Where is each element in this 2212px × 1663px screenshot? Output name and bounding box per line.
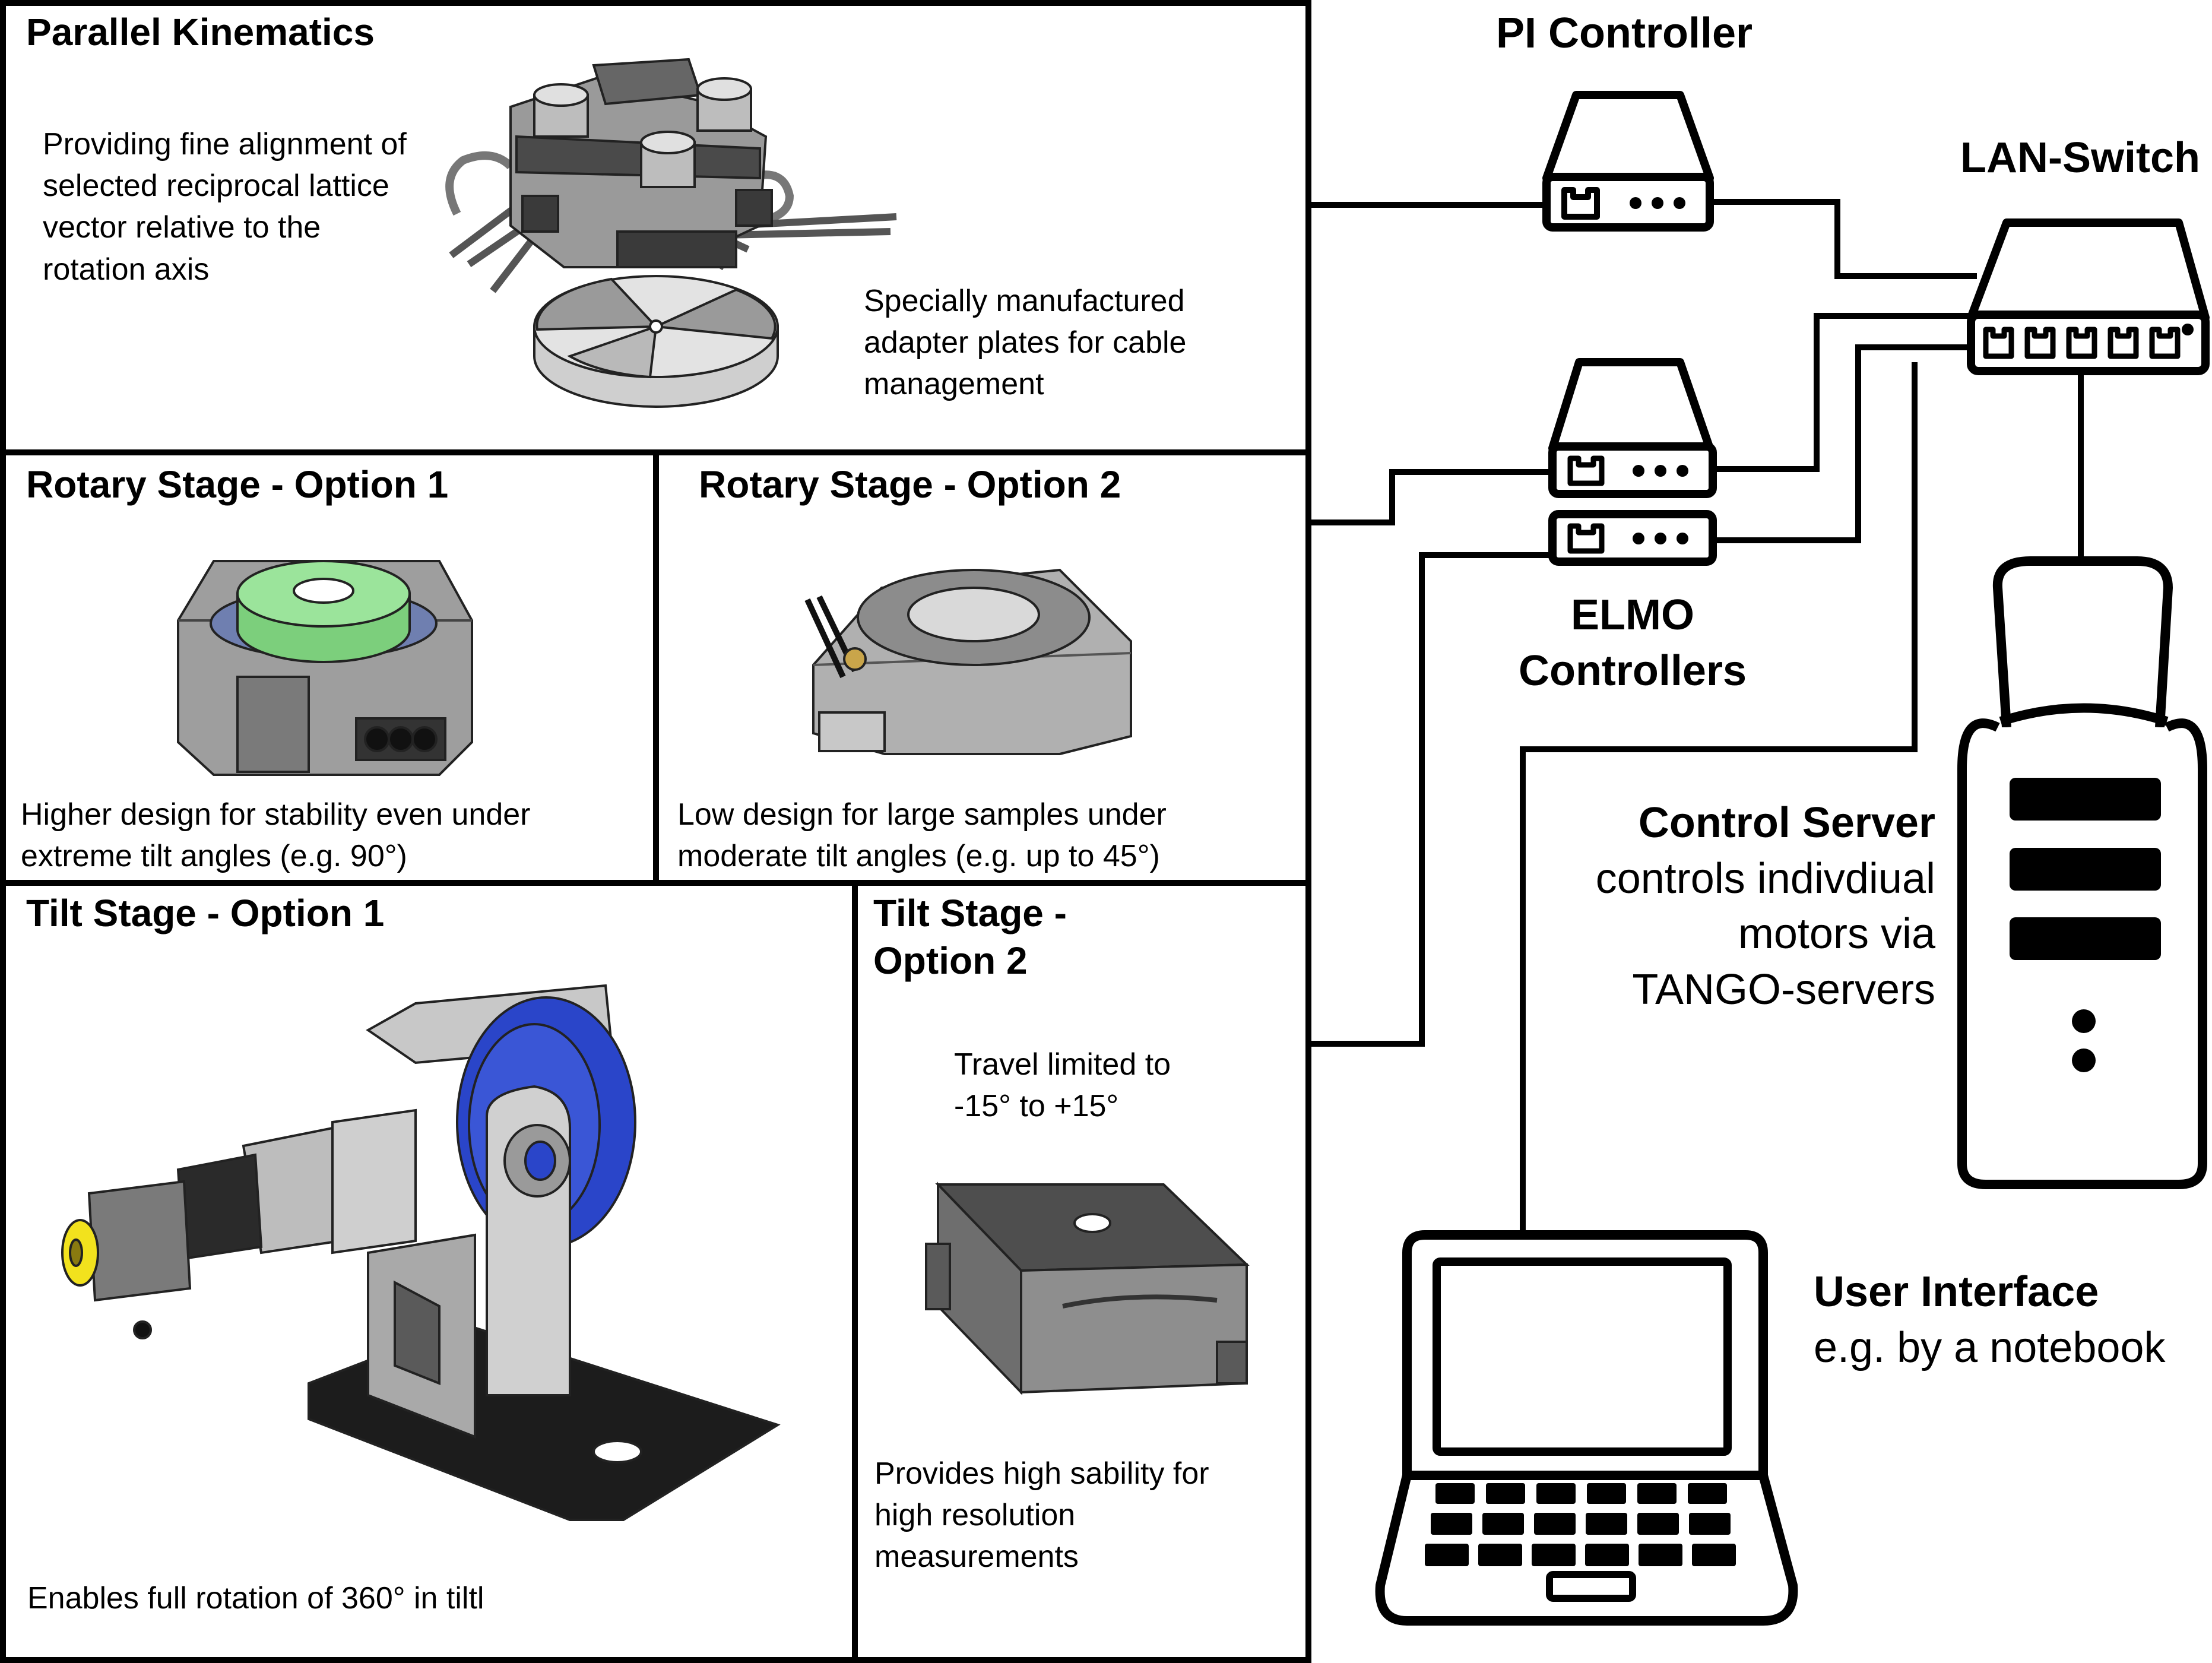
left-section-frame (0, 0, 1311, 1663)
user-interface-title: User Interface (1814, 1268, 2099, 1316)
tilt-option1-description: Enables full rotation of 360° in tiltl (27, 1581, 484, 1616)
description-line: vector relative to the (43, 210, 321, 245)
description-line: Higher design for stability even under (21, 797, 531, 832)
tilt-option1-title: Tilt Stage - Option 1 (26, 892, 385, 935)
adapter-plate-illustration (533, 275, 779, 408)
lan-switch-label: LAN-Switch (1960, 134, 2200, 182)
user-interface-description: e.g. by a notebook (1814, 1323, 2166, 1371)
adapter-plate-note: Specially manufactured adapter plates fo… (864, 280, 1186, 406)
tilt-option2-travel: Travel limited to -15° to +15° (954, 1044, 1171, 1127)
tilt-option2-description: Provides high sability for high resoluti… (874, 1453, 1209, 1578)
title-line: Option 2 (873, 939, 1028, 982)
control-server-line: TANGO-servers (1632, 965, 1935, 1013)
description-line: Provides high sability for (874, 1456, 1209, 1491)
panel-borders (0, 0, 1311, 1663)
rotary-option2-title: Rotary Stage - Option 2 (699, 463, 1121, 506)
rotary-stage-option1-illustration (177, 560, 473, 776)
cable-rotary-to-elmo (1308, 469, 1552, 525)
pi-controller-label: PI Controller (1496, 9, 1753, 57)
tilt-option2-title: Tilt Stage - Option 2 (873, 889, 1067, 984)
control-server-title: Control Server (1638, 799, 1935, 847)
description-line: rotation axis (43, 252, 210, 287)
note-line: adapter plates for cable (864, 325, 1187, 360)
control-server-line: motors via (1738, 910, 1935, 958)
elmo-controllers-label: ELMO Controllers (1490, 588, 1775, 699)
description-line: measurements (874, 1540, 1079, 1575)
description-line: moderate tilt angles (e.g. up to 45°) (677, 839, 1160, 874)
control-server-line: controls indivdiual (1595, 854, 1935, 902)
title-line: Tilt Stage - (873, 892, 1067, 935)
rotary-option2-description: Low design for large samples under moder… (677, 794, 1167, 877)
cable-tilt-to-elmo (1308, 552, 1552, 1047)
travel-line: Travel limited to (954, 1047, 1171, 1082)
parallel-kinematics-description: Providing fine alignment of selected rec… (43, 123, 407, 290)
rotary-stage-option2-illustration (804, 568, 1132, 755)
cable-switch-to-notebook (1520, 362, 1918, 1235)
parallel-kinematics-title: Parallel Kinematics (26, 11, 375, 53)
rotary-option1-description: Higher design for stability even under e… (21, 794, 530, 877)
description-line: Low design for large samples under (677, 797, 1167, 832)
description-line: selected reciprocal lattice (43, 169, 389, 204)
hexapod-illustration (445, 58, 897, 293)
notebook-icon (1375, 1230, 1798, 1626)
note-line: Specially manufactured (864, 284, 1185, 318)
travel-line: -15° to +15° (954, 1089, 1119, 1124)
lan-switch-icon (1967, 218, 2210, 375)
user-interface-label: User Interface e.g. by a notebook (1814, 1265, 2165, 1376)
elmo-controllers-icon (1548, 358, 1717, 566)
description-line: Providing fine alignment of (43, 127, 407, 161)
network-cables (1308, 199, 2084, 1235)
control-server-icon (1957, 556, 2207, 1189)
rotary-option1-title: Rotary Stage - Option 1 (26, 463, 449, 506)
pi-controller-icon (1542, 91, 1714, 232)
tilt-stage-option1-illustration (61, 984, 781, 1521)
tilt-stage-option2-illustration (925, 1181, 1250, 1395)
note-line: management (864, 367, 1044, 402)
label-line: ELMO (1571, 591, 1694, 639)
label-line: Controllers (1518, 647, 1747, 695)
description-line: high resolution (874, 1498, 1076, 1533)
control-server-label: Control Server controls indivdiual motor… (1508, 796, 1935, 1018)
cable-elmo1-to-switch (1713, 313, 1971, 472)
cable-pi-to-switch (1710, 199, 1977, 279)
cable-elmo2-to-switch (1713, 344, 1971, 543)
description-line: extreme tilt angles (e.g. 90°) (21, 839, 407, 874)
